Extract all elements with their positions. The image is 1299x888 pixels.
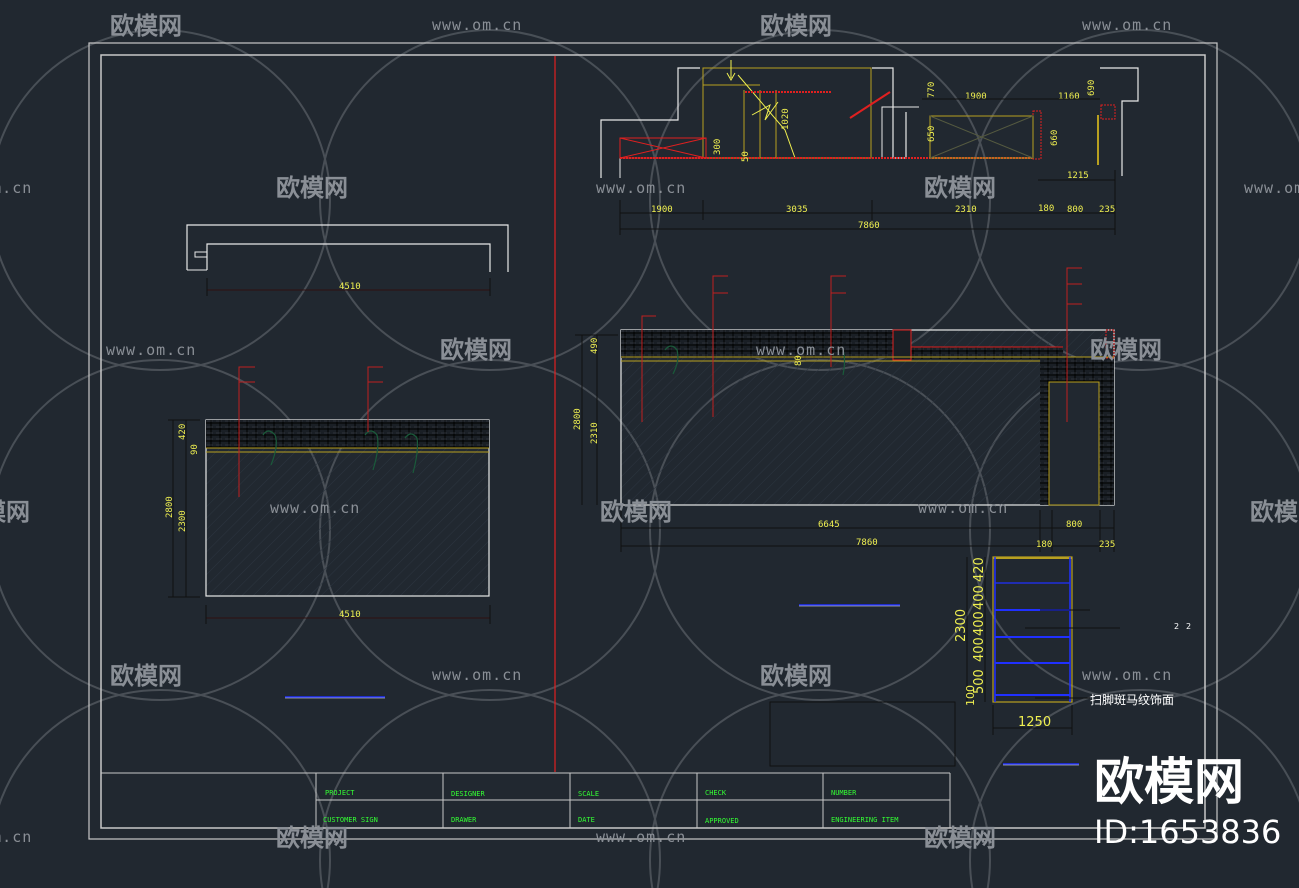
shelf-note: 扫脚斑马纹饰面 <box>1090 692 1174 707</box>
svg-text:www.om.cn: www.om.cn <box>0 179 32 197</box>
svg-text:欧模网: 欧模网 <box>760 12 832 40</box>
dim-690: 690 <box>1087 80 1097 96</box>
dim-50: 50 <box>741 151 751 162</box>
right-elev-2310: 2310 <box>590 422 600 444</box>
shelf-seg-420: 420 <box>972 557 987 582</box>
dim-row-800: 800 <box>1067 205 1083 215</box>
tb-scale: SCALE <box>578 790 599 798</box>
right-elev-2800: 2800 <box>573 408 583 430</box>
shelf-mark-1: 2 <box>1174 622 1179 631</box>
tb-drawer: DRAWER <box>451 816 477 824</box>
left-elevation-view: 420 90 2800 2300 4510 <box>165 366 491 699</box>
svg-text:欧模网: 欧模网 <box>110 662 182 690</box>
outer-frame <box>88 42 1218 840</box>
tb-check: CHECK <box>705 789 727 797</box>
shelf-seg-100: 100 <box>964 685 977 706</box>
shelf-seg-400c: 400 <box>972 637 987 662</box>
shelf-seg-400b: 400 <box>972 611 987 636</box>
inner-frame <box>100 54 1206 829</box>
right-elev-180: 180 <box>1036 540 1052 550</box>
svg-text:www.om.cn: www.om.cn <box>1244 179 1299 197</box>
dim-1215: 1215 <box>1067 171 1089 181</box>
tb-number: NUMBER <box>831 789 857 797</box>
shelf-mark-2: 2 <box>1186 622 1191 631</box>
tb-project: PROJECT <box>325 789 355 797</box>
title-block: PROJECT DESIGNER SCALE CHECK NUMBER CUST… <box>101 772 951 828</box>
svg-text:www.om.cn: www.om.cn <box>432 666 522 684</box>
dim-770: 770 <box>927 82 937 98</box>
svg-text:欧模网: 欧模网 <box>924 824 996 852</box>
dim-row-3035: 3035 <box>786 205 808 215</box>
right-elevation-view: 490 2800 2310 80 6645 800 7860 180 235 <box>573 267 1115 607</box>
watermark-arcs <box>0 29 1299 888</box>
right-elev-800: 800 <box>1066 520 1082 530</box>
dim-1020: 1020 <box>781 108 791 130</box>
svg-text:欧模网: 欧模网 <box>440 336 512 364</box>
top-plan-view: 1020 770 650 1900 1160 690 660 1215 300 … <box>600 60 1139 235</box>
dim-1900-top: 1900 <box>965 92 987 102</box>
svg-text:www.om.cn: www.om.cn <box>1082 16 1172 34</box>
tb-date: DATE <box>578 816 595 824</box>
brand-id-label: ID:1653836 <box>1094 813 1282 851</box>
tb-engineering-item: ENGINEERING ITEM <box>831 816 898 824</box>
svg-text:www.om.cn: www.om.cn <box>596 828 686 846</box>
left-elev-2300: 2300 <box>178 510 188 532</box>
watermarks: 欧模网 www.om.cn 欧模网 www.om.cn www.om.cn 欧模… <box>0 12 1299 852</box>
dim-row-180: 180 <box>1038 204 1054 214</box>
dim-650: 650 <box>927 126 937 142</box>
shelf-seg-400a: 400 <box>972 585 987 610</box>
dim-row-1900: 1900 <box>651 205 673 215</box>
dim-300: 300 <box>713 139 723 155</box>
left-elev-width: 4510 <box>339 610 361 620</box>
left-elev-2800: 2800 <box>165 496 175 518</box>
svg-text:www.om.cn: www.om.cn <box>0 828 32 846</box>
svg-text:欧模网: 欧模网 <box>110 12 182 40</box>
dim-660: 660 <box>1050 130 1060 146</box>
shelf-detail-view: 420 400 400 400 500 100 2300 1250 扫脚斑马纹饰… <box>769 556 1191 767</box>
svg-text:www.om.cn: www.om.cn <box>596 179 686 197</box>
left-elev-90: 90 <box>190 444 200 455</box>
svg-text:www.om.cn: www.om.cn <box>756 341 846 359</box>
dim-row-2310: 2310 <box>955 205 977 215</box>
right-elev-7860: 7860 <box>856 538 878 548</box>
svg-text:www.om.cn: www.om.cn <box>1082 666 1172 684</box>
svg-text:www.om.cn: www.om.cn <box>918 499 1008 517</box>
shelf-total-2300: 2300 <box>954 609 969 642</box>
tb-designer: DESIGNER <box>451 790 486 798</box>
svg-text:欧模网: 欧模网 <box>1090 336 1162 364</box>
svg-text:欧模网: 欧模网 <box>1250 498 1299 526</box>
svg-text:欧模网: 欧模网 <box>276 824 348 852</box>
right-elev-80: 80 <box>794 355 804 366</box>
brand-logo-text: 欧模网 <box>1094 753 1244 811</box>
left-elev-420: 420 <box>178 424 188 440</box>
svg-text:www.om.cn: www.om.cn <box>270 499 360 517</box>
dim-row-235: 235 <box>1099 205 1115 215</box>
svg-text:www.om.cn: www.om.cn <box>106 341 196 359</box>
left-plan-view: 4510 <box>186 224 509 296</box>
svg-text:欧模网: 欧模网 <box>276 174 348 202</box>
svg-text:欧模网: 欧模网 <box>924 174 996 202</box>
shelf-width-1250: 1250 <box>1018 715 1051 730</box>
shelf-seg-500: 500 <box>972 669 987 694</box>
svg-text:www.om.cn: www.om.cn <box>432 16 522 34</box>
tb-approved: APPROVED <box>705 817 739 825</box>
svg-text:欧模网: 欧模网 <box>600 498 672 526</box>
svg-text:欧模网: 欧模网 <box>0 498 30 526</box>
dim-total-7860: 7860 <box>858 221 880 231</box>
left-plan-width: 4510 <box>339 282 361 292</box>
tb-customer-sign: CUSTOMER SIGN <box>323 816 378 824</box>
svg-text:欧模网: 欧模网 <box>760 662 832 690</box>
right-elev-235: 235 <box>1099 540 1115 550</box>
dim-1160: 1160 <box>1058 92 1080 102</box>
right-elev-6645: 6645 <box>818 520 840 530</box>
right-elev-490: 490 <box>590 338 600 354</box>
